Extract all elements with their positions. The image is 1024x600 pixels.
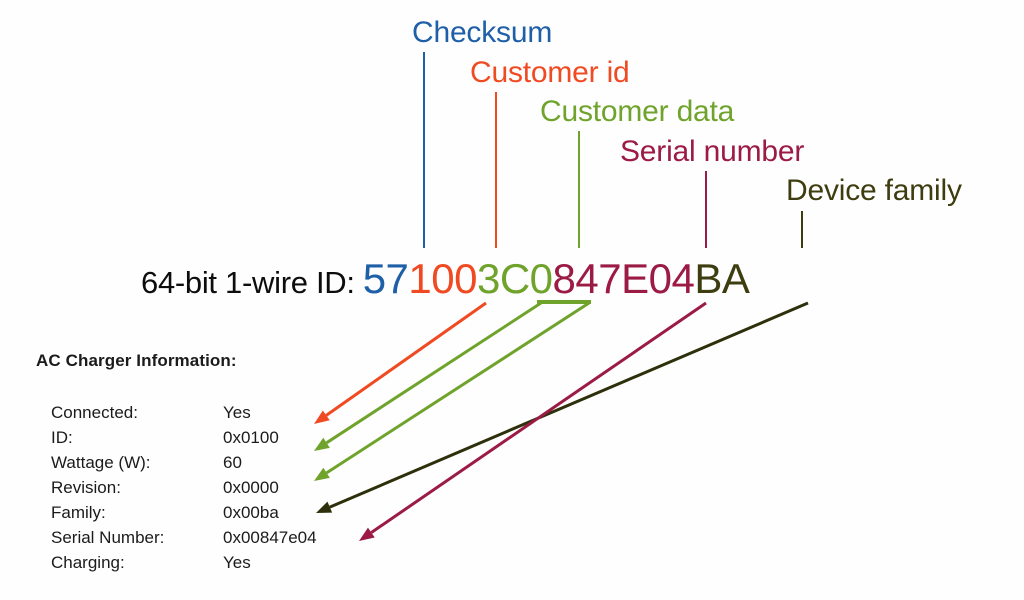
charger-info-heading: AC Charger Information: [36,351,237,370]
callout-label-device-family: Device family [786,174,962,207]
charger-info-value: 0x00847e04 [223,528,317,547]
charger-info-label: Family: [51,503,106,522]
charger-info-value: Yes [223,403,251,422]
charger-info-row: Revision: 0x0000 [51,479,317,504]
callout-label-serial-number: Serial number [620,135,805,168]
charger-info-row: Connected: Yes [51,404,317,429]
charger-info-label: Wattage (W): [51,453,151,472]
charger-info-value: 60 [223,453,242,472]
charger-info-row: ID: 0x0100 [51,429,317,454]
charger-info-row: Charging: Yes [51,554,317,579]
leader-tick-serial-number [705,171,707,248]
connector-line-serial-number-to-serial [370,301,707,534]
connector-arrowhead-serial-number-to-serial [359,527,375,541]
charger-info-value: 0x0000 [223,478,279,497]
callout-label-customer-id: Customer id [470,56,630,89]
connector-line-customer-id-to-id [325,301,487,417]
callout-label-customer-data: Customer data [540,95,735,128]
leader-tick-checksum [423,52,425,248]
charger-info-value: 0x00ba [223,503,279,522]
callout-label-checksum: Checksum [412,16,553,49]
hex-segment-customer-id: 100 [408,255,477,302]
one-wire-id-prefix: 64-bit 1-wire ID: [141,265,355,300]
hex-segment-checksum: 57 [362,255,409,302]
charger-info-label: Charging: [51,553,125,572]
connector-line-customer-data-to-id [325,301,542,445]
leader-tick-customer-data [578,131,580,248]
charger-info-label: Serial Number: [51,528,165,547]
hex-segment-customer-data: 3C0 [476,255,553,302]
charger-info-label: Revision: [51,478,121,497]
leader-tick-customer-id [495,92,497,248]
connector-line-device-family-to-family [329,301,809,509]
charger-info-label: Connected: [51,403,138,422]
hex-segment-serial-number: 847E04 [552,255,695,302]
connector-line-customer-data-to-revision [325,301,590,475]
hex-segment-device-family: BA [694,255,750,302]
charger-info-value: Yes [223,553,251,572]
charger-info-label: ID: [51,428,73,447]
charger-info-row: Serial Number: 0x00847e04 [51,529,317,554]
connector-arrowhead-device-family-to-family [316,501,333,513]
charger-info-value: 0x0100 [223,428,279,447]
leader-tick-device-family [801,211,803,248]
charger-info-row: Wattage (W): 60 [51,454,317,479]
charger-info-row: Family: 0x00ba [51,504,317,529]
one-wire-id-row: 64-bit 1-wire ID: 57 100 3C0 847E04 BA [141,255,750,302]
